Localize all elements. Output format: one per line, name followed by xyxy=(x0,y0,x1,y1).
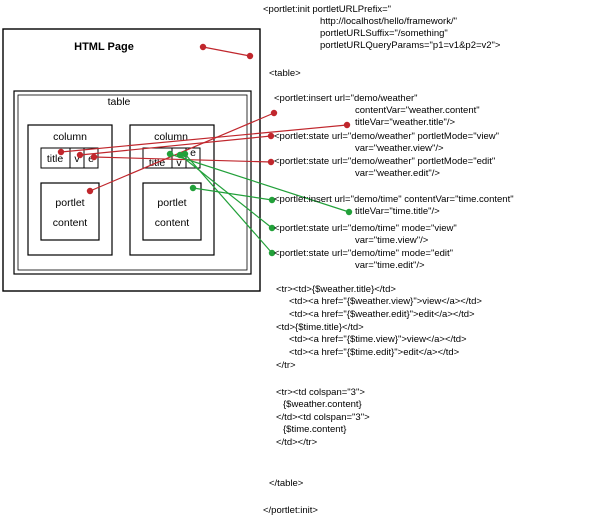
connector-dot xyxy=(267,132,275,140)
connector-time-content xyxy=(192,187,273,201)
code-line: </td><td colspan="3"> xyxy=(276,412,370,423)
weather-connectors xyxy=(57,43,351,195)
time-connectors xyxy=(166,150,353,257)
code-line: {$time.content} xyxy=(283,424,346,435)
code-line: </portlet:init> xyxy=(263,505,318,516)
code-line: <portlet:state url="demo/time" mode="vie… xyxy=(274,223,457,234)
connector-time-edit xyxy=(184,153,273,254)
connector-time-title xyxy=(169,153,350,213)
column-1-title-text: title xyxy=(47,153,64,165)
column-2-edit-text: e xyxy=(190,147,196,159)
code-line: portletURLSuffix="/something" xyxy=(320,28,448,39)
connector-dot xyxy=(267,158,275,166)
code-line: <tr><td>{$weather.title}</td> xyxy=(276,284,396,295)
connector-dot xyxy=(268,224,276,232)
code-line: <portlet:insert url="demo/weather" xyxy=(274,93,418,104)
column-2-portlet-line2: content xyxy=(155,217,190,229)
code-line: <tr><td colspan="3"> xyxy=(276,387,365,398)
code-line: titleVar="weather.title"/> xyxy=(355,117,455,128)
code-line: </tr> xyxy=(276,360,296,371)
code-line: <portlet:insert url="demo/time" contentV… xyxy=(274,194,514,205)
column-1-portlet-line1: portlet xyxy=(55,197,84,209)
code-line: <td><a href="{$time.edit}">edit</a></td> xyxy=(289,347,460,358)
code-line: <td>{$time.title}</td> xyxy=(276,322,364,333)
code-line: </table> xyxy=(269,478,304,489)
code-line: <td><a href="{$weather.view}">view</a></… xyxy=(289,296,482,307)
html-page-title: HTML Page xyxy=(74,41,134,53)
code-line: <portlet:init portletURLPrefix=" xyxy=(263,4,391,15)
code-line: <portlet:state url="demo/time" mode="edi… xyxy=(274,248,453,259)
connector-dot xyxy=(166,150,174,158)
column-1-label: column xyxy=(53,131,87,143)
code-line: contentVar="weather.content" xyxy=(355,105,480,116)
connector-weather-title xyxy=(60,124,348,153)
code-line: {$weather.content} xyxy=(283,399,362,410)
column-1-portlet-line2: content xyxy=(53,217,88,229)
connector-dot xyxy=(268,249,276,257)
column-1-view-text: v xyxy=(74,153,80,165)
code-line: <portlet:state url="demo/weather" portle… xyxy=(274,156,495,167)
connector-dot xyxy=(57,148,65,156)
connector-dot xyxy=(268,196,276,204)
connector-time-view xyxy=(179,154,273,229)
code-line: <portlet:state url="demo/weather" portle… xyxy=(274,131,499,142)
code-line: var="weather.view"/> xyxy=(355,143,444,154)
connector-page-to-init xyxy=(202,46,251,57)
code-line: <table> xyxy=(269,68,301,79)
connector-dot xyxy=(86,187,94,195)
code-line: portletURLQueryParams="p1=v1&p2=v2"> xyxy=(320,40,501,51)
connector-dot xyxy=(345,208,353,216)
code-line: var="weather.edit"/> xyxy=(355,168,440,179)
code-line: </td></tr> xyxy=(276,437,318,448)
column-2-label: column xyxy=(154,131,188,143)
column-2-view-text: v xyxy=(176,157,182,169)
column-2-portlet-box xyxy=(142,182,202,241)
connector-dot xyxy=(246,52,254,60)
connector-weather-edit xyxy=(93,156,272,163)
code-line: <td><a href="{$weather.edit}">edit</a></… xyxy=(289,309,475,320)
connector-dot xyxy=(270,109,278,117)
connector-dot xyxy=(343,121,351,129)
code-line: <td><a href="{$time.view}">view</a></td> xyxy=(289,334,467,345)
connector-dot xyxy=(189,184,197,192)
column-1-portlet-box xyxy=(40,182,100,241)
column-1-edit-text: e xyxy=(88,153,94,165)
table-inner-border xyxy=(17,94,248,271)
column-2-portlet-line1: portlet xyxy=(157,197,186,209)
code-listing: <portlet:init portletURLPrefix=" http://… xyxy=(263,4,514,516)
connector-dot xyxy=(181,150,189,158)
connector-dot xyxy=(90,153,98,161)
connector-weather-content xyxy=(89,112,275,192)
code-line: var="time.view"/> xyxy=(355,235,429,246)
code-line: http://localhost/hello/framework/" xyxy=(320,16,457,27)
table-label: table xyxy=(108,96,131,108)
connector-weather-view xyxy=(79,135,272,156)
code-line: titleVar="time.title"/> xyxy=(355,206,440,217)
connector-dot xyxy=(199,43,207,51)
connector-dot xyxy=(176,151,184,159)
code-line: var="time.edit"/> xyxy=(355,260,425,271)
connector-dot xyxy=(76,151,84,159)
